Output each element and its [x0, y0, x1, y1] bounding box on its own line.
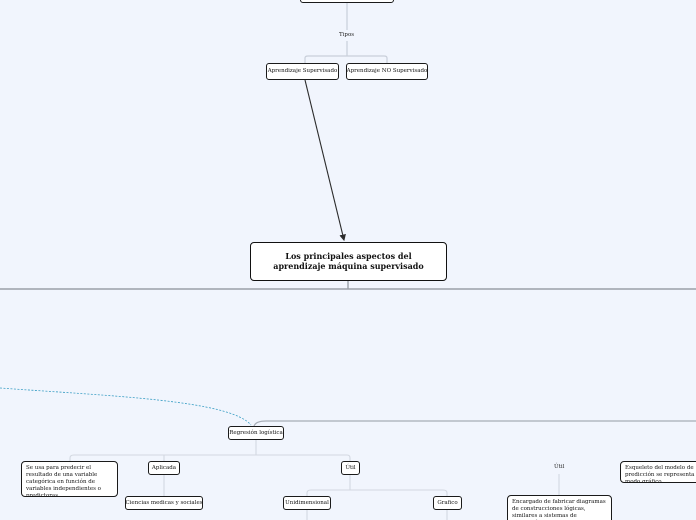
node-ciencias[interactable]: Ciencias medicas y sociales [125, 496, 203, 510]
node-aplicada[interactable]: Aplicada [148, 461, 180, 475]
node-descripcion-regresion[interactable]: Se usa para predecir el resultado de una… [21, 461, 118, 497]
node-main-topic[interactable]: Los principales aspectos del aprendizaje… [250, 242, 447, 281]
connector-regresion-right [253, 420, 696, 427]
connector-arrow-to-main [304, 79, 346, 242]
node-aprendizaje-no-supervisado[interactable]: Aprendizaje NO Supervisado [346, 63, 428, 80]
connector-dashed-relationship [0, 387, 252, 426]
connector-util-branch [306, 489, 448, 496]
connector-regresion-branch [69, 454, 351, 461]
node-aprendizaje-supervisado[interactable]: Aprendizaje Supervisado [266, 63, 339, 80]
connector-label-tipos: Tipos [339, 32, 355, 38]
node-esqueleto[interactable]: Esqueleto del modelo de predicción se re… [620, 461, 696, 483]
node-unidimensional[interactable]: Unidimensional [283, 496, 331, 510]
top-parent-node[interactable] [300, 0, 394, 3]
node-grafico[interactable]: Grafico [433, 496, 462, 510]
node-util[interactable]: Útil [341, 461, 360, 475]
node-regresion-logistica[interactable]: Regresión logística [228, 426, 284, 440]
node-encargado[interactable]: Encargado de fabricar diagramas de const… [507, 495, 612, 520]
connector-label-util-right: Útil [554, 464, 565, 470]
connector-tipos-branch [304, 55, 388, 63]
